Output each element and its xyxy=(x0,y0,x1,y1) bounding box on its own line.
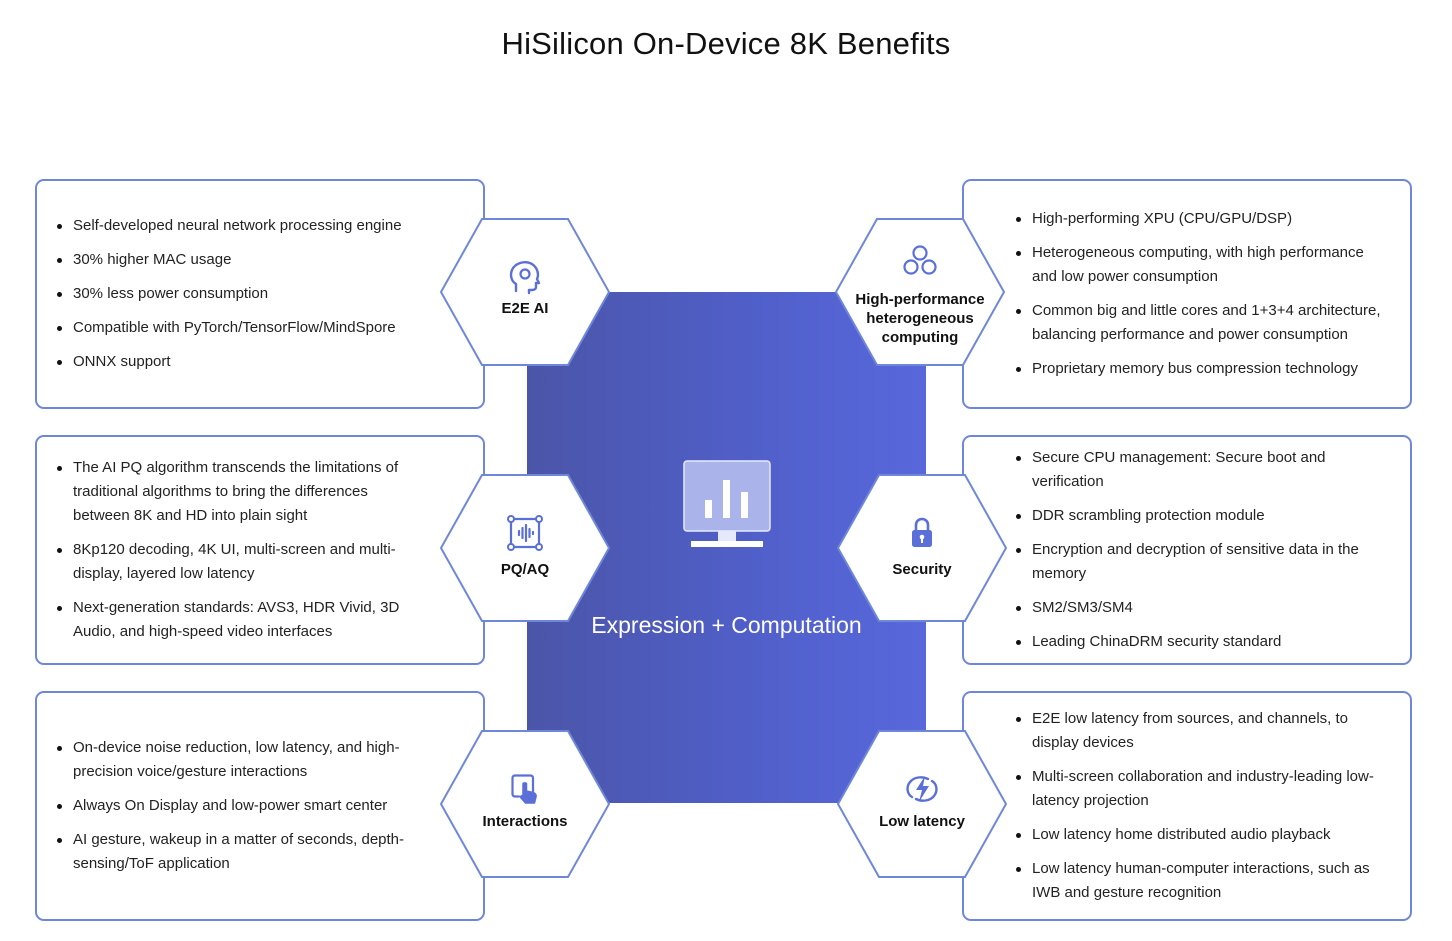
list-item: Common big and little cores and 1+3+4 ar… xyxy=(1016,299,1390,347)
list-item: Compatible with PyTorch/TensorFlow/MindS… xyxy=(57,316,425,340)
page-title: HiSilicon On-Device 8K Benefits xyxy=(501,26,951,61)
hexagon-shape xyxy=(837,474,1007,622)
hex-interactions: Interactions xyxy=(440,730,610,878)
list-item: Encryption and decryption of sensitive d… xyxy=(1016,538,1390,586)
security-list: Secure CPU management: Secure boot and v… xyxy=(1016,437,1390,663)
e2e-ai-list: Self-developed neural network processing… xyxy=(57,181,425,407)
hexagon-shape xyxy=(440,218,610,366)
list-item: 8Kp120 decoding, 4K UI, multi-screen and… xyxy=(57,538,425,586)
list-item: SM2/SM3/SM4 xyxy=(1016,596,1390,620)
hex-label: High-performance heterogeneous computing xyxy=(835,290,1005,347)
interactions-list: On-device noise reduction, low latency, … xyxy=(57,693,425,919)
list-item: High-performing XPU (CPU/GPU/DSP) xyxy=(1016,207,1390,231)
list-item: Secure CPU management: Secure boot and v… xyxy=(1016,446,1390,494)
touch-hand-icon xyxy=(511,774,537,804)
list-item: Leading ChinaDRM security standard xyxy=(1016,630,1390,654)
low-latency-list: E2E low latency from sources, and channe… xyxy=(1016,693,1390,919)
hex-label: Security xyxy=(892,561,952,578)
list-item: ONNX support xyxy=(57,350,425,374)
hex-label-line: High-performance xyxy=(855,291,985,308)
list-item: Low latency human-computer interactions,… xyxy=(1016,857,1390,905)
hex-label: Interactions xyxy=(482,813,568,830)
center-caption: Expression + Computation xyxy=(591,612,862,638)
hex-heterogeneous: High-performance heterogeneous computing xyxy=(835,218,1005,366)
list-item: AI gesture, wakeup in a matter of second… xyxy=(57,828,425,876)
low-latency-box: E2E low latency from sources, and channe… xyxy=(962,691,1412,921)
hex-label-line: heterogeneous xyxy=(866,310,974,327)
monitor-bar-chart-icon xyxy=(683,460,771,547)
list-item: Proprietary memory bus compression techn… xyxy=(1016,357,1390,381)
hex-label-line: computing xyxy=(881,329,959,346)
heterogeneous-list: High-performing XPU (CPU/GPU/DSP) Hetero… xyxy=(1016,181,1390,407)
hex-security: Security xyxy=(837,474,1007,622)
list-item: Heterogeneous computing, with high perfo… xyxy=(1016,241,1390,289)
ai-head-icon xyxy=(509,261,541,295)
hexagon-shape xyxy=(835,218,1005,366)
list-item: Multi-screen collaboration and industry-… xyxy=(1016,765,1390,813)
heterogeneous-box: High-performing XPU (CPU/GPU/DSP) Hetero… xyxy=(962,179,1412,409)
list-item: 30% less power consumption xyxy=(57,282,425,306)
pq-aq-box: The AI PQ algorithm transcends the limit… xyxy=(35,435,485,665)
hex-label: Low latency xyxy=(879,813,965,830)
hex-label: E2E AI xyxy=(501,300,549,317)
lightning-icon xyxy=(906,776,938,802)
list-item: Self-developed neural network processing… xyxy=(57,214,425,238)
list-item: Low latency home distributed audio playb… xyxy=(1016,823,1390,847)
hexagon-shape xyxy=(837,730,1007,878)
three-circles-icon xyxy=(903,245,937,275)
hexagon-shape xyxy=(440,730,610,878)
list-item: Next-generation standards: AVS3, HDR Viv… xyxy=(57,596,425,644)
list-item: DDR scrambling protection module xyxy=(1016,504,1390,528)
interactions-box: On-device noise reduction, low latency, … xyxy=(35,691,485,921)
e2e-ai-box: Self-developed neural network processing… xyxy=(35,179,485,409)
hex-e2e-ai: E2E AI xyxy=(440,218,610,366)
pq-aq-list: The AI PQ algorithm transcends the limit… xyxy=(57,437,425,663)
list-item: Always On Display and low-power smart ce… xyxy=(57,794,425,818)
list-item: The AI PQ algorithm transcends the limit… xyxy=(57,456,425,528)
audio-frame-icon xyxy=(507,515,543,551)
hex-pq-aq: PQ/AQ xyxy=(440,474,610,622)
list-item: E2E low latency from sources, and channe… xyxy=(1016,707,1390,755)
security-box: Secure CPU management: Secure boot and v… xyxy=(962,435,1412,665)
list-item: 30% higher MAC usage xyxy=(57,248,425,272)
list-item: On-device noise reduction, low latency, … xyxy=(57,736,425,784)
lock-icon xyxy=(912,517,932,547)
hex-low-latency: Low latency xyxy=(837,730,1007,878)
hex-label: PQ/AQ xyxy=(500,561,550,578)
